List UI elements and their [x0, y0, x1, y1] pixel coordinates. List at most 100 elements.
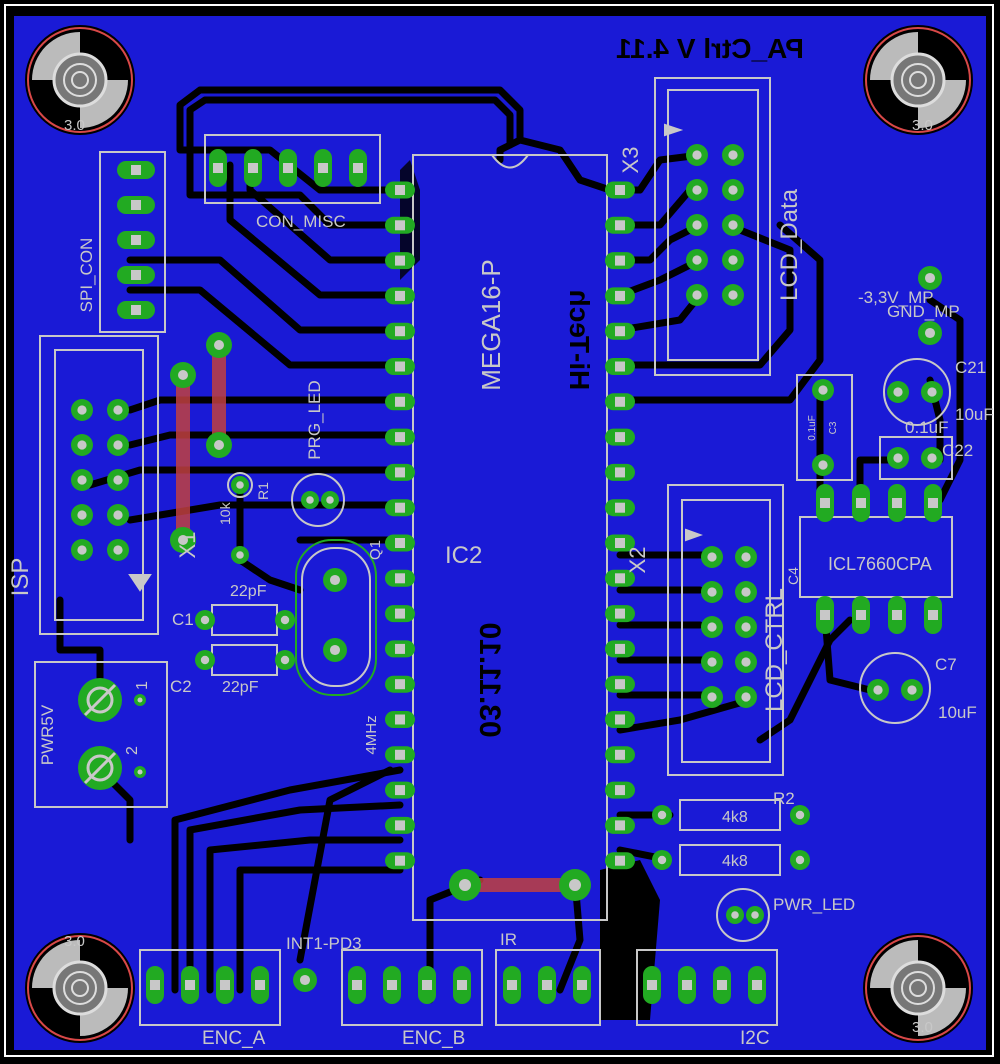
isp-pad-hole [77, 510, 87, 520]
ic2-part-label: MEGA16-P [476, 259, 506, 391]
silkscreen-labels: PA_Ctrl V 4.11 Hi-Tech 03.11.10 MEGA16-P… [7, 33, 994, 1049]
lcd-data-pad-hole [692, 220, 702, 230]
ic2-pad-right-hole [615, 220, 625, 231]
con-misc-pad-hole [248, 163, 258, 173]
lcd-data-pad-hole [728, 150, 738, 160]
pwr5v-terminal-1-ring [86, 686, 114, 714]
isp-pad-hole [77, 545, 87, 555]
lcd-data-header-outline [654, 77, 771, 376]
enc-a-pad-hole [150, 980, 160, 990]
c3-label: C3 [828, 421, 839, 434]
mount-hole [890, 960, 946, 1016]
con-misc-pad-hole [213, 163, 223, 173]
q1-pad-hole [329, 644, 341, 656]
lcd-data-pad-hole [728, 220, 738, 230]
ic2-pad-left-hole [395, 538, 405, 548]
mega-mirrored-text: Hi-Tech [564, 290, 595, 391]
mount-hole [52, 960, 108, 1016]
mount-keepout-ring [865, 935, 971, 1041]
ic2-pad-left-hole [395, 608, 405, 619]
pwr-pin2-label: 2 [124, 746, 141, 755]
int1-pad-hole [299, 974, 311, 986]
isp-pad-hole [113, 545, 123, 555]
enc-b-pad-hole [352, 980, 362, 990]
enc-a-pad-hole [185, 980, 195, 990]
lcd-ctrl-pad-hole [741, 552, 751, 562]
hole-label-bl: 3.0 [64, 933, 85, 950]
pwr5v-outline [34, 661, 168, 808]
icl7660-pad-hole [892, 610, 902, 620]
mount-keepout-ring [27, 935, 133, 1041]
r2-value: 4k8 [722, 809, 748, 826]
icl7660-pad-hole [820, 610, 830, 620]
ic2-pad-left-hole [395, 679, 405, 690]
pwr5v-test-pad-hole [137, 769, 143, 775]
ir-pad-hole [542, 980, 552, 990]
r1-label: R1 [255, 482, 271, 500]
con-misc-pad-hole [283, 163, 293, 173]
x2-label: X2 [625, 547, 650, 574]
enc-b-pad-hole [457, 980, 467, 990]
c21-label: C21 [955, 358, 986, 377]
lcd-ctrl-pad-hole [707, 622, 717, 632]
c22-pad-hole [893, 453, 903, 463]
minus33-pad-hole [924, 272, 936, 284]
spi-con-outline [99, 151, 166, 333]
icl7660-pad-hole [928, 610, 938, 620]
isp-pad-hole [77, 405, 87, 415]
ic2-pad-left-hole [395, 502, 405, 513]
enc-a-pad-hole [220, 980, 230, 990]
enc-b-outline [341, 949, 483, 1026]
lcd-ctrl-header-outline [667, 484, 784, 776]
con-misc-outline [204, 134, 381, 204]
prg-led-label: PRG_LED [305, 380, 324, 459]
r3-pad-hole [795, 855, 805, 865]
icl7660-outline [799, 516, 953, 598]
mount-hole-center [909, 71, 927, 89]
ic2-pad-right-hole [615, 785, 625, 796]
ic2-pad-right-hole [615, 361, 625, 372]
prg-led-pad-hole [326, 496, 334, 504]
prg-led-outline [291, 473, 345, 527]
spi-con-pad-hole [131, 305, 141, 315]
ic2-pad-right-hole [615, 185, 625, 195]
mount-hole [52, 52, 108, 108]
q1-outline [295, 539, 377, 696]
ic2-pad-left-hole [395, 220, 405, 231]
hole-label-tl: 3.0 [64, 117, 85, 134]
q1-label: Q1 [367, 540, 384, 560]
ic2-pad-right-hole [615, 502, 625, 513]
silkscreen-outlines [34, 77, 953, 1026]
pwr-pin1-label: 1 [134, 681, 151, 690]
icl7660-pad-hole [928, 498, 938, 508]
spi-con-pad-hole [131, 235, 141, 245]
mount-keepout-ring [865, 27, 971, 133]
c22-label: C22 [942, 441, 973, 460]
c21-value: 10uF [955, 405, 994, 424]
r1-pad-hole [236, 481, 244, 489]
ic2-pad-left-hole [395, 820, 405, 831]
ic2-outline [412, 154, 608, 921]
isp-pad-hole [77, 475, 87, 485]
ic2-pad-left-hole [395, 573, 405, 584]
r1-value: 10k [217, 501, 233, 525]
pwr5v-slot-1 [83, 683, 117, 717]
con-misc-pad-hole [318, 163, 328, 173]
ic2-pad-right-hole [615, 573, 625, 584]
icl7660-pad-hole [820, 498, 830, 508]
enc-b-label: ENC_B [402, 1028, 465, 1049]
int1-label: INT1-PD3 [286, 934, 362, 953]
lcd-data-pad-hole [692, 255, 702, 265]
ic2-pad-left-hole [395, 749, 405, 760]
gnd-mp-pad-hole [924, 327, 936, 339]
pwr-led-pad-hole [731, 911, 739, 919]
r2-pad-hole [795, 810, 805, 820]
ic2-pad-left-hole [395, 643, 405, 654]
c3-pad-hole [818, 460, 828, 470]
c3-outline [796, 374, 853, 481]
lcd-data-pad-hole [728, 255, 738, 265]
mount-hole-center [71, 71, 89, 89]
c1-pad-hole [200, 615, 210, 625]
isp-label: ISP [7, 558, 34, 597]
ic2-pad-right-hole [615, 255, 625, 266]
